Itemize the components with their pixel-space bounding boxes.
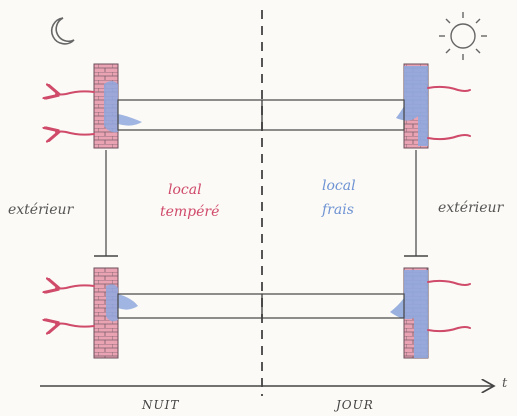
local-cool-line2: frais <box>322 202 354 218</box>
slab-bottom-left <box>117 293 263 319</box>
local-tempered-line1: local <box>168 182 202 198</box>
right-exterior-label: extérieur <box>438 200 504 216</box>
heat-lines-right <box>427 85 471 333</box>
night-label: NUIT <box>142 398 180 412</box>
sun-icon <box>439 12 487 60</box>
local-cool-line1: local <box>322 178 356 194</box>
wall-top-left <box>93 63 142 149</box>
wall-bottom-right <box>390 267 429 359</box>
left-exterior-label: extérieur <box>8 202 74 218</box>
local-tempered-line2: tempéré <box>160 204 220 220</box>
slab-bottom-right <box>261 293 405 319</box>
day-label: JOUR <box>336 398 374 412</box>
slab-top-left <box>117 99 263 131</box>
heat-arrows-left <box>56 91 95 326</box>
wall-bottom-left <box>93 267 138 359</box>
slab-top-right <box>261 99 405 131</box>
wall-top-right <box>396 63 429 149</box>
time-axis-label: t <box>502 376 508 391</box>
moon-icon <box>50 17 75 45</box>
